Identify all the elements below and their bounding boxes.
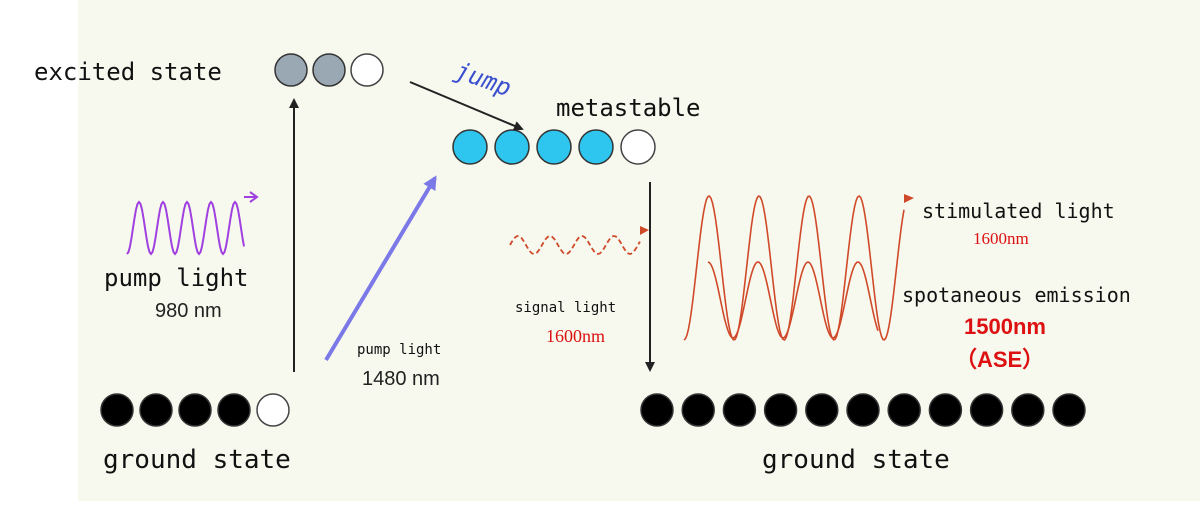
ground-state-atoms-right [640,393,1086,427]
spontaneous-emission-wavelength: 1500nm [964,314,1046,339]
pump-980-wave [126,200,245,256]
pump-1480-label: pump light [357,342,442,358]
metastable-atom-filled [452,129,488,165]
ground-atom-right-filled [1011,393,1045,427]
ground-state-label-right: ground state [762,445,950,475]
metastable-atom-filled [536,129,572,165]
excited-atom-filled [312,53,346,87]
ground-atom-left-filled [217,393,251,427]
ground-atom-right-filled [846,393,880,427]
ground-atom-right-filled [722,393,757,427]
signal-light-label: signal light [515,300,617,316]
ground-state-atoms-left [100,393,290,427]
stimulated-light-label: stimulated light [922,199,1115,223]
jump-transition-arrow [409,81,524,131]
metastable-label: metastable [556,94,701,122]
ground-atom-right-filled [969,393,1004,427]
pump-980-wavelength: 980 nm [155,300,222,322]
pump-1480-transition-arrow [324,175,437,362]
stimulated-light-wave [683,194,905,342]
spontaneous-emission-label: spotaneous emission [902,283,1131,307]
ground-atom-right-filled [805,393,839,427]
spontaneous-emission-wave [707,261,879,339]
metastable-atom-empty [620,129,656,165]
excited-atom-empty [350,53,384,87]
metastable-atom-filled [494,129,530,165]
signal-light-wavelength: 1600nm [546,326,606,346]
pump-980-label: pump light [104,264,249,292]
stimulated-wave-arrowhead [904,194,914,203]
ase-label: （ASE） [955,347,1045,372]
ground-atom-right-filled [1052,393,1086,427]
ground-atom-right-filled [640,393,674,427]
ground-atom-right-filled [763,393,798,427]
excited-state-atoms [274,53,384,87]
ground-atom-right-filled [681,393,715,427]
ground-atom-left-filled [178,393,212,427]
excited-state-label: excited state [34,58,222,86]
ground-state-label-left: ground state [103,445,291,475]
excited-atom-filled [274,53,308,87]
metastable-atom-filled [578,129,614,165]
ground-atom-right-filled [887,393,921,427]
ground-atom-right-filled [928,393,963,427]
signal-light-wave [509,235,641,255]
ground-atom-left-filled [139,393,173,427]
metastable-atoms [452,129,656,165]
pump-980-wave-arrowhead [244,191,259,203]
ground-atom-left-filled [100,393,134,427]
pump-1480-wavelength: 1480 nm [362,368,440,390]
stimulated-light-wavelength: 1600nm [973,229,1029,248]
ground-atom-left-empty [256,393,290,427]
signal-wave-arrowhead [640,226,649,235]
